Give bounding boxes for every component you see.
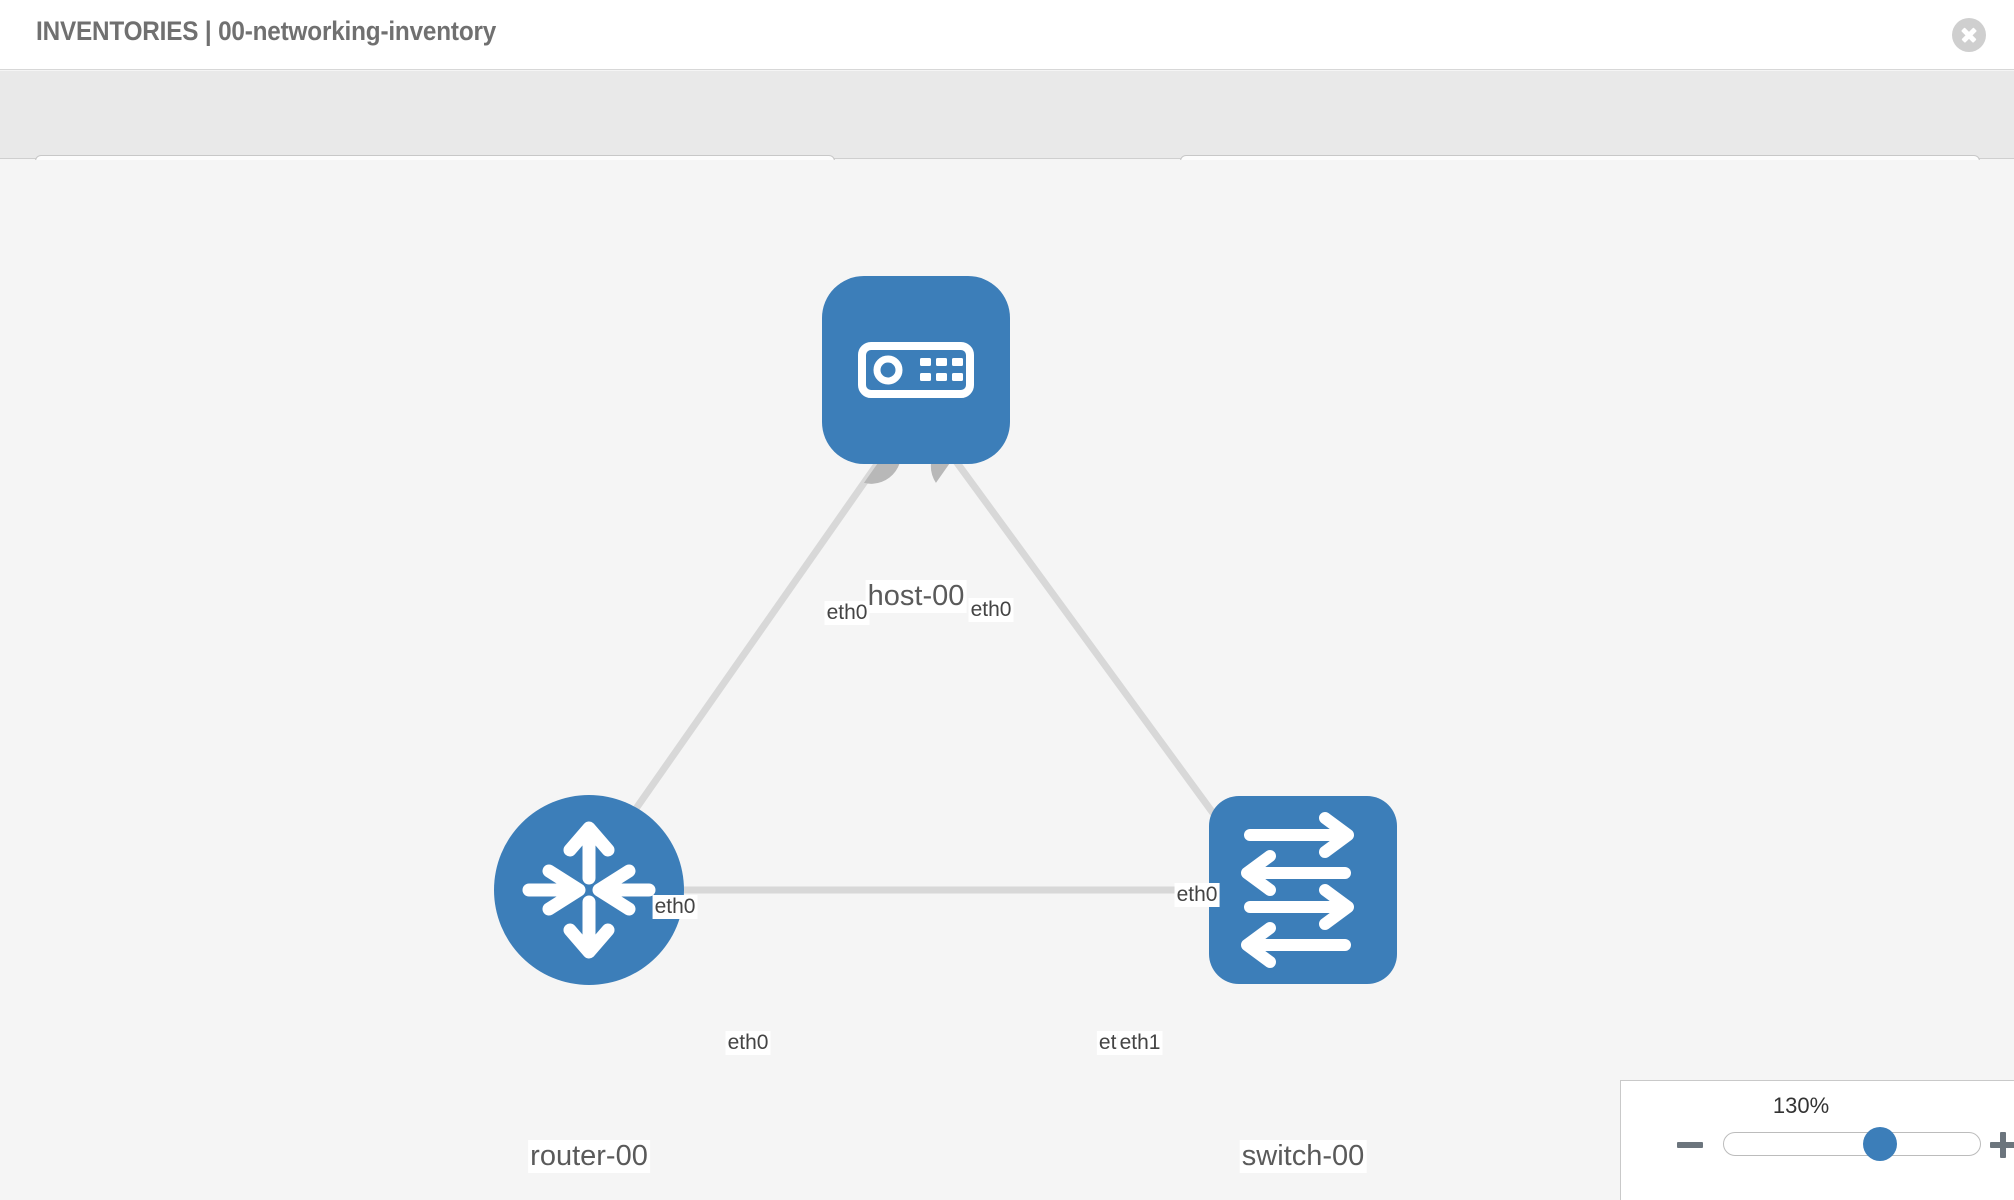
edge-label-switch00-host00: eth0: [1174, 883, 1220, 907]
node-switch-00: [1209, 796, 1397, 984]
edge-label-host00-router00: eth0: [824, 601, 870, 625]
zoom-level-value: 130%: [1772, 1093, 1830, 1118]
close-icon[interactable]: [1952, 18, 1986, 52]
node-host-00: [822, 276, 1010, 464]
link-group: [597, 457, 1243, 894]
node-label-host-00: host-00: [865, 580, 967, 613]
zoom-in-button[interactable]: [1990, 1131, 2014, 1159]
link-host00-switch00: [952, 457, 1243, 853]
node-label-router-00: router-00: [528, 1140, 650, 1173]
topology-canvas[interactable]: host-00 router-00 switch-00 eth0 eth0 et…: [0, 160, 2014, 1200]
zoom-control-panel: 130%: [1620, 1080, 2014, 1200]
port-group: [648, 436, 1251, 919]
node-router-00: [494, 795, 684, 985]
topology-graph: [494, 276, 1397, 985]
page-header: INVENTORIES | 00-networking-inventory: [0, 0, 2014, 70]
edge-label-router00-eth0: eth0: [725, 1031, 771, 1055]
toolbar: ACTIONS SEARCH: [0, 71, 2014, 207]
node-label-switch-00: switch-00: [1239, 1140, 1367, 1173]
zoom-slider-thumb[interactable]: [1862, 1127, 1897, 1161]
zoom-slider[interactable]: [1723, 1127, 1981, 1161]
page-title: INVENTORIES | 00-networking-inventory: [36, 16, 497, 46]
edge-label-switch00-eth1: eth1: [1117, 1031, 1163, 1055]
link-host00-router00: [597, 457, 883, 863]
zoom-out-button[interactable]: [1677, 1131, 1705, 1159]
edge-label-host00-switch00: eth0: [968, 598, 1014, 622]
edge-label-router00-host00: eth0: [652, 895, 698, 919]
